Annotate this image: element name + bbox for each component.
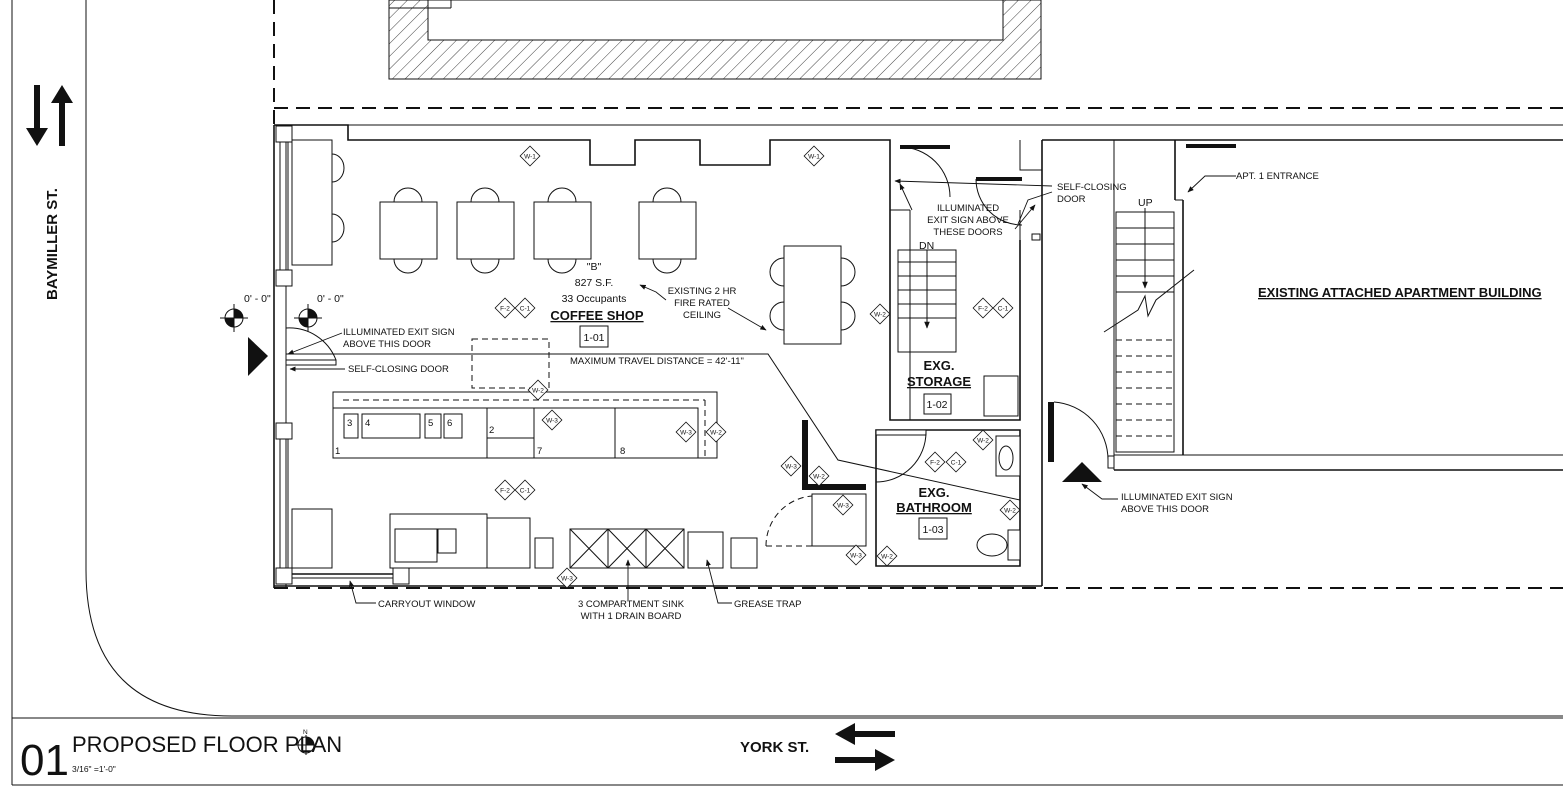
property-lines	[273, 0, 1563, 589]
stair-dn-label: DN	[919, 240, 934, 252]
svg-text:W-2: W-2	[874, 312, 886, 319]
fire-ceiling-line1: EXISTING 2 HR	[668, 286, 737, 297]
svg-text:1: 1	[335, 446, 340, 457]
elevation-label-2: 0' - 0"	[317, 293, 344, 305]
stair-up-label: UP	[1138, 197, 1153, 209]
occupants-label: 33 Occupants	[562, 293, 627, 305]
apt-entrance-label: APT. 1 ENTRANCE	[1236, 171, 1319, 182]
bathroom-name-2: BATHROOM	[896, 500, 972, 515]
sink-line2: WITH 1 DRAIN BOARD	[581, 611, 682, 622]
drawing-scale: 3/16" =1'-0"	[72, 764, 116, 774]
storefront-columns	[275, 125, 410, 585]
kitchen-equipment	[291, 420, 867, 569]
self-closing-west-label: SELF-CLOSING DOOR	[348, 364, 449, 375]
grease-trap-label: GREASE TRAP	[734, 599, 801, 610]
svg-text:6: 6	[447, 418, 452, 429]
table-group	[379, 187, 856, 345]
fire-ceiling-line2: FIRE RATED	[674, 298, 730, 309]
self-closing-north-line1: SELF-CLOSING	[1057, 182, 1127, 193]
elevation-marker-2	[294, 304, 322, 332]
elevation-marker-1	[220, 304, 248, 332]
svg-text:3: 3	[347, 418, 352, 429]
svg-text:W-3: W-3	[680, 430, 692, 437]
baymiller-two-way-arrow-icon	[26, 85, 73, 146]
coffee-shop-number: 1-01	[583, 332, 604, 344]
exit-sign-doors-line1: ILLUMINATED	[937, 203, 999, 214]
sheet-frame	[11, 0, 1563, 786]
svg-text:W-1: W-1	[808, 154, 820, 161]
svg-text:W-3: W-3	[561, 576, 573, 583]
exit-sign-east-line2: ABOVE THIS DOOR	[1121, 504, 1209, 515]
svg-text:8: 8	[620, 446, 625, 457]
travel-distance-line	[286, 353, 1021, 501]
storage-room	[889, 145, 1041, 421]
svg-text:W-3: W-3	[850, 553, 862, 560]
coffee-shop-number-box	[579, 325, 609, 348]
svg-text:2: 2	[489, 425, 494, 436]
svg-text:C-1: C-1	[520, 488, 531, 495]
elevation-label-1: 0' - 0"	[244, 293, 271, 305]
svg-text:4: 4	[365, 418, 370, 429]
coffee-shop-name: COFFEE SHOP	[550, 308, 644, 323]
storage-name-2: STORAGE	[907, 374, 971, 389]
exit-sign-doors-line2: EXIT SIGN ABOVE	[927, 215, 1009, 226]
svg-text:W-3: W-3	[837, 503, 849, 510]
storage-number: 1-02	[926, 399, 947, 411]
finish-tags: W-1 W-1 F-2 C-1 W-2 F-2 C-1 W-2 W-3 W-3 …	[494, 145, 1021, 589]
svg-text:W-2: W-2	[813, 474, 825, 481]
storage-name-1: EXG.	[923, 358, 954, 373]
fire-ceiling-line3: CEILING	[683, 310, 721, 321]
bathroom-number-box	[918, 517, 948, 540]
sink-line1: 3 COMPARTMENT SINK	[578, 599, 685, 610]
svg-text:F-2: F-2	[500, 488, 510, 495]
svg-text:W-2: W-2	[710, 430, 722, 437]
north-arrow-icon: N	[296, 729, 316, 755]
apartment-stair	[1048, 140, 1563, 482]
svg-text:F-2: F-2	[978, 306, 988, 313]
apartment-building-label: EXISTING ATTACHED APARTMENT BUILDING	[1258, 285, 1542, 300]
curb-line	[85, 0, 1563, 717]
banquette-seating	[291, 139, 345, 266]
svg-text:C-1: C-1	[951, 460, 962, 467]
svg-text:W-3: W-3	[785, 464, 797, 471]
svg-text:W-2: W-2	[1004, 508, 1016, 515]
svg-text:W-1: W-1	[524, 154, 536, 161]
exit-sign-west-line2: ABOVE THIS DOOR	[343, 339, 431, 350]
self-closing-north-line2: DOOR	[1057, 194, 1086, 205]
adjacent-building-hatch	[388, 0, 1042, 80]
svg-text:C-1: C-1	[998, 306, 1009, 313]
svg-text:5: 5	[428, 418, 433, 429]
leader-lines	[287, 175, 1236, 604]
exit-sign-doors-line3: THESE DOORS	[933, 227, 1002, 238]
svg-text:W-2: W-2	[881, 554, 893, 561]
svg-text:W-2: W-2	[977, 438, 989, 445]
bathroom-number: 1-03	[922, 524, 943, 536]
svg-text:C-1: C-1	[520, 306, 531, 313]
exit-sign-west-line1: ILLUMINATED EXIT SIGN	[343, 327, 455, 338]
coffee-shop-walls	[273, 124, 1563, 588]
bathroom-name-1: EXG.	[918, 485, 949, 500]
svg-text:F-2: F-2	[930, 460, 940, 467]
bathroom-room	[875, 429, 1021, 567]
drawing-number: 01	[20, 736, 69, 785]
svg-text:N: N	[303, 729, 308, 736]
svg-text:F-2: F-2	[500, 306, 510, 313]
occupancy-label: "B"	[587, 261, 602, 273]
exit-sign-east-line1: ILLUMINATED EXIT SIGN	[1121, 492, 1233, 503]
travel-distance-label: MAXIMUM TRAVEL DISTANCE = 42'-11"	[570, 356, 744, 367]
area-label: 827 S.F.	[575, 277, 614, 289]
york-street-label: YORK ST.	[740, 739, 809, 756]
carryout-window	[292, 573, 393, 579]
baymiller-street-label: BAYMILLER ST.	[44, 188, 61, 300]
svg-text:W-3: W-3	[546, 418, 558, 425]
york-two-way-arrow-icon	[835, 723, 895, 771]
storage-number-box	[923, 393, 952, 415]
carryout-window-label: CARRYOUT WINDOW	[378, 599, 475, 610]
svg-text:7: 7	[537, 446, 542, 457]
svg-text:W-2: W-2	[532, 388, 544, 395]
